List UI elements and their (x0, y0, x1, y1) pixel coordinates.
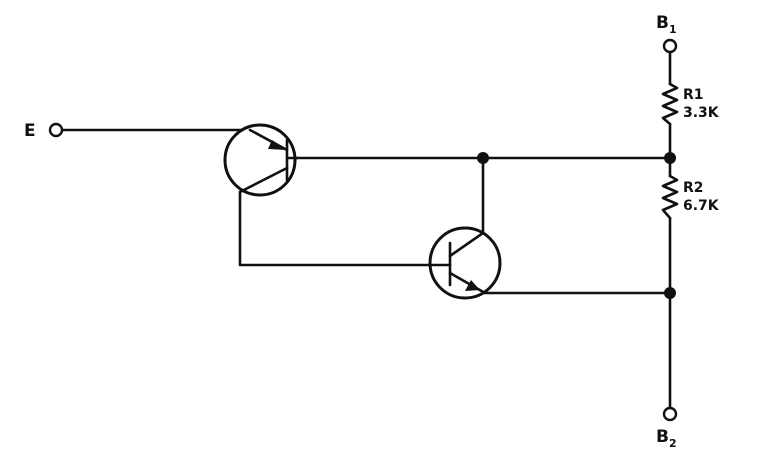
terminals (48, 38, 678, 422)
junction-dot (664, 152, 676, 164)
terminal-b2 (662, 406, 678, 422)
resistor-r2-zigzag (661, 174, 679, 220)
transistor-q1-arrow (268, 140, 287, 150)
resistor-r1-value: 3.3K (683, 105, 720, 121)
resistor-r2 (661, 174, 679, 220)
terminal-b1 (662, 38, 678, 54)
resistor-r2-name: R2 (683, 180, 704, 196)
wire-q1-to-q2 (238, 190, 432, 267)
transistor-q2 (428, 226, 502, 300)
labels: E B1 B2 R1 3.3K R2 6.7K (24, 13, 720, 450)
resistor-r2-value: 6.7K (683, 198, 720, 214)
transistor-q2-collector-lead (448, 231, 485, 258)
terminal-b1-label: B1 (656, 13, 677, 36)
transistor-q1-body (223, 123, 297, 197)
resistor-r1 (661, 82, 679, 126)
transistor-q2-arrow (465, 280, 480, 291)
transistor-q1-lower-lead (238, 166, 289, 194)
junctions (477, 152, 676, 299)
transistor-q2-body (428, 226, 502, 300)
terminal-b2-label: B2 (656, 427, 677, 450)
resistor-r1-zigzag (661, 82, 679, 126)
junction-dot (664, 287, 676, 299)
transistor-q1 (223, 123, 299, 197)
terminal-e-label: E (24, 121, 36, 141)
terminal-e (48, 122, 64, 138)
resistor-r1-name: R1 (683, 87, 704, 103)
wires (60, 50, 672, 410)
junction-dot (477, 152, 489, 164)
